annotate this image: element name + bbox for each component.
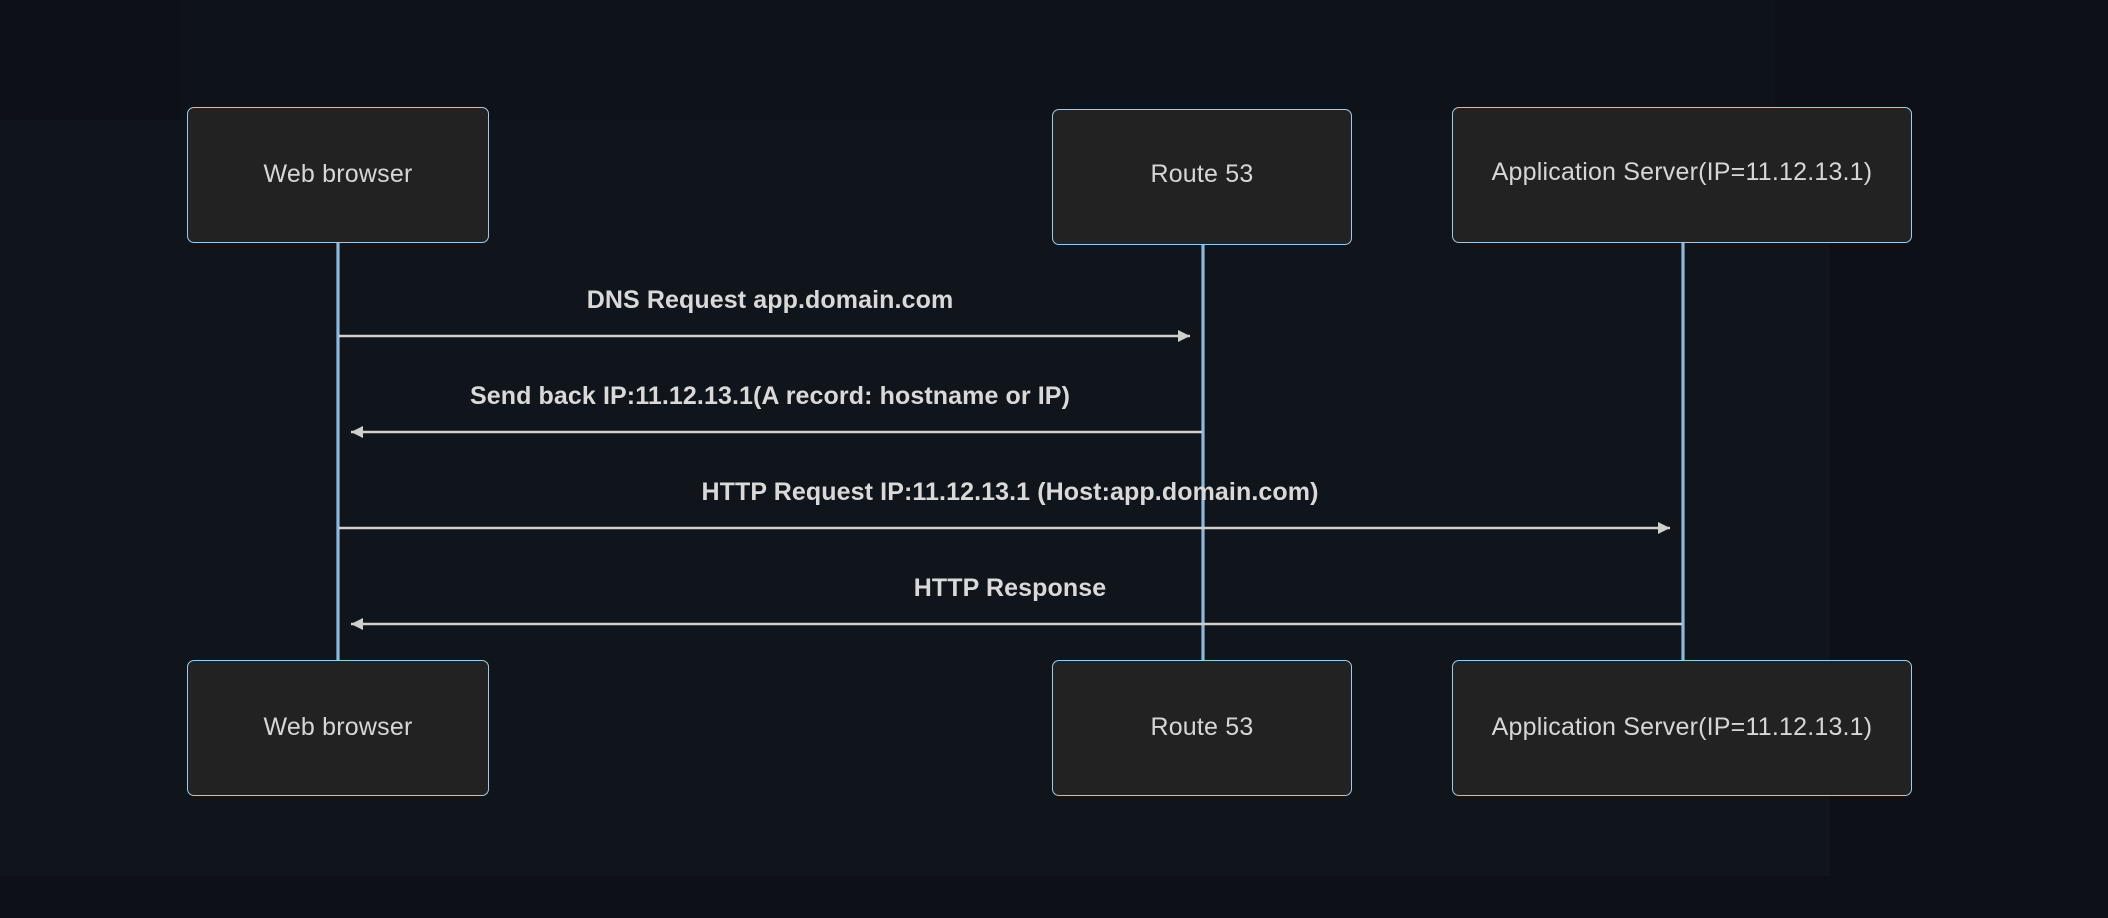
message-label-2: Send back IP:11.12.13.1(A record: hostna…	[469, 382, 1071, 410]
participant-label: Application Server(IP=11.12.13.1)	[1491, 713, 1873, 741]
participant-label: Route 53	[1150, 713, 1254, 741]
participant-box-route53-top[interactable]: Route 53	[1052, 109, 1352, 245]
participant-label: Route 53	[1150, 160, 1254, 188]
participant-label: Web browser	[263, 713, 413, 741]
participant-box-appserver-top[interactable]: Application Server(IP=11.12.13.1)	[1452, 107, 1912, 243]
message-label-4: HTTP Response	[913, 574, 1107, 602]
message-label-1: DNS Request app.domain.com	[586, 286, 954, 314]
participant-box-route53-bottom[interactable]: Route 53	[1052, 660, 1352, 796]
participant-box-browser-top[interactable]: Web browser	[187, 107, 489, 243]
participant-box-appserver-bottom[interactable]: Application Server(IP=11.12.13.1)	[1452, 660, 1912, 796]
participant-label: Application Server(IP=11.12.13.1)	[1491, 158, 1873, 186]
participant-label: Web browser	[263, 160, 413, 188]
participant-box-browser-bottom[interactable]: Web browser	[187, 660, 489, 796]
message-label-3: HTTP Request IP:11.12.13.1 (Host:app.dom…	[701, 478, 1319, 506]
